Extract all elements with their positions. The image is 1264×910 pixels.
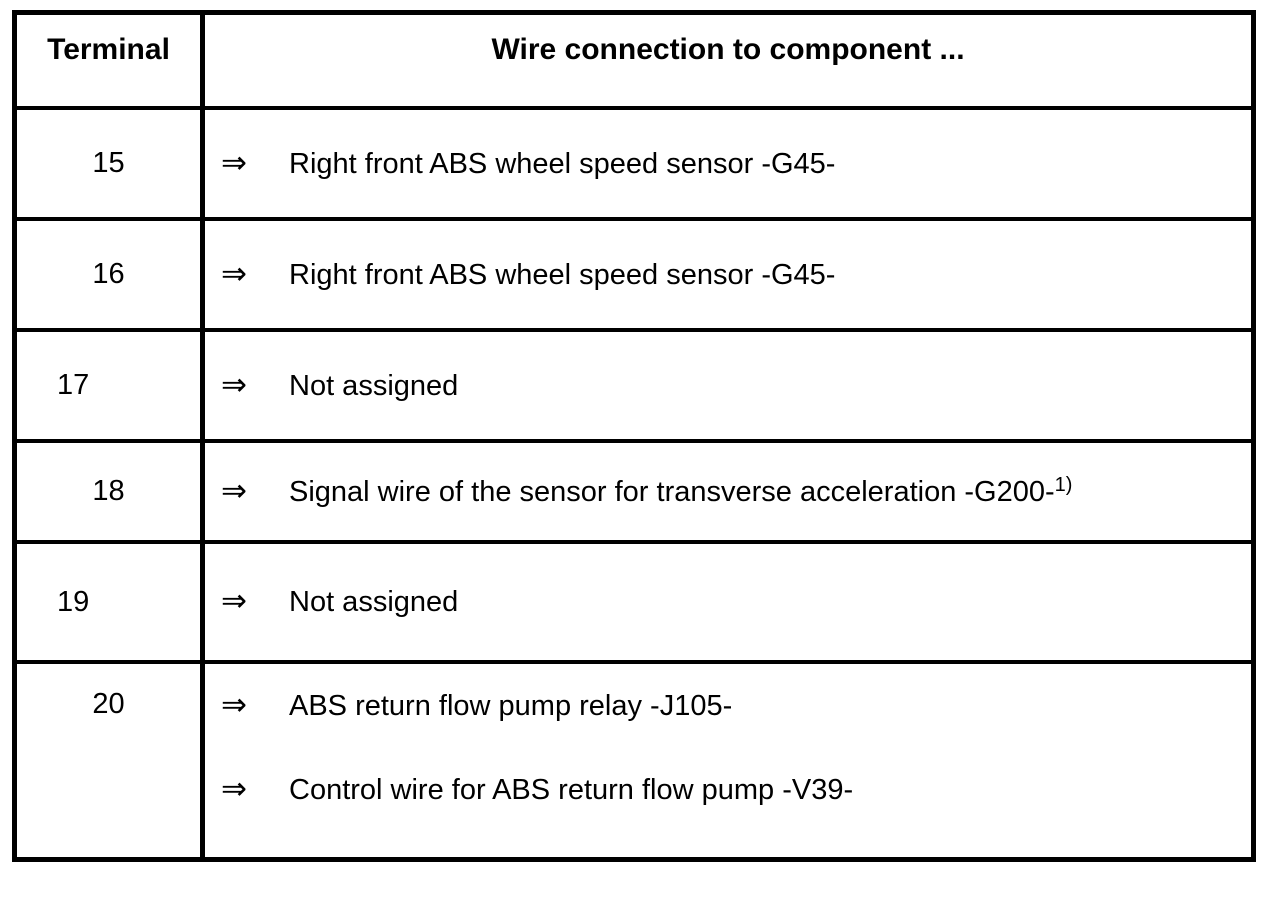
connection-text: Right front ABS wheel speed sensor -G45-	[289, 147, 836, 180]
connection-header-label: Wire connection to component ...	[491, 33, 965, 66]
terminal-cell: 19	[17, 544, 205, 660]
connection-text: Not assigned	[289, 586, 459, 618]
double-arrow-icon: ⇒	[221, 472, 247, 508]
terminal-number: 19	[57, 585, 90, 618]
connection-entry: ⇒ Signal wire of the sensor for transver…	[205, 474, 1251, 510]
connection-text: Control wire for ABS return flow pump -V…	[289, 774, 854, 806]
connection-entry: ⇒ Not assigned	[205, 584, 1251, 620]
double-arrow-icon: ⇒	[221, 366, 247, 402]
terminal-number: 17	[57, 369, 90, 401]
table-row: 20 ⇒ ABS return flow pump relay -J105- ⇒…	[17, 664, 1251, 857]
double-arrow-icon: ⇒	[221, 583, 247, 618]
terminal-number: 20	[92, 688, 125, 720]
connection-cell: ⇒ Signal wire of the sensor for transver…	[205, 443, 1251, 540]
connection-cell: ⇒ Right front ABS wheel speed sensor -G4…	[205, 221, 1251, 328]
terminal-cell: 15	[17, 110, 205, 217]
terminal-column-header: Terminal	[17, 15, 205, 106]
connection-column-header: Wire connection to component ...	[205, 15, 1251, 106]
connection-entry: ⇒ Right front ABS wheel speed sensor -G4…	[205, 146, 1251, 182]
double-arrow-icon: ⇒	[221, 687, 247, 722]
terminal-number: 18	[92, 475, 125, 507]
double-arrow-icon: ⇒	[221, 771, 247, 806]
connection-cell: ⇒ Not assigned	[205, 332, 1251, 439]
table-row: 18 ⇒ Signal wire of the sensor for trans…	[17, 443, 1251, 544]
terminal-cell: 18	[17, 443, 205, 540]
footnote-marker: 1)	[1054, 473, 1073, 496]
table-row: 17 ⇒ Not assigned	[17, 332, 1251, 443]
connection-cell: ⇒ Not assigned	[205, 544, 1251, 660]
connection-text: Not assigned	[289, 369, 459, 402]
terminal-cell: 16	[17, 221, 205, 328]
table-row: 19 ⇒ Not assigned	[17, 544, 1251, 664]
connection-entry: ⇒ Right front ABS wheel speed sensor -G4…	[205, 257, 1251, 293]
connection-text: Signal wire of the sensor for transverse…	[289, 473, 1073, 508]
terminal-number: 15	[92, 147, 125, 179]
terminal-header-label: Terminal	[47, 33, 170, 66]
connection-cell: ⇒ Right front ABS wheel speed sensor -G4…	[205, 110, 1251, 217]
double-arrow-icon: ⇒	[221, 144, 247, 180]
connection-entry: ⇒ Control wire for ABS return flow pump …	[205, 772, 1251, 808]
connection-cell: ⇒ ABS return flow pump relay -J105- ⇒ Co…	[205, 664, 1251, 857]
table-header-row: Terminal Wire connection to component ..…	[17, 15, 1251, 110]
terminal-number: 16	[92, 258, 125, 290]
connection-text: ABS return flow pump relay -J105-	[289, 690, 733, 722]
terminal-cell: 17	[17, 332, 205, 439]
connection-entry: ⇒ Not assigned	[205, 368, 1251, 404]
table-row: 15 ⇒ Right front ABS wheel speed sensor …	[17, 110, 1251, 221]
connection-entry: ⇒ ABS return flow pump relay -J105-	[205, 688, 1251, 724]
double-arrow-icon: ⇒	[221, 255, 247, 291]
table-row: 16 ⇒ Right front ABS wheel speed sensor …	[17, 221, 1251, 332]
terminal-wiring-table: Terminal Wire connection to component ..…	[12, 10, 1256, 862]
connection-text: Right front ABS wheel speed sensor -G45-	[289, 258, 836, 291]
terminal-cell: 20	[17, 664, 205, 857]
